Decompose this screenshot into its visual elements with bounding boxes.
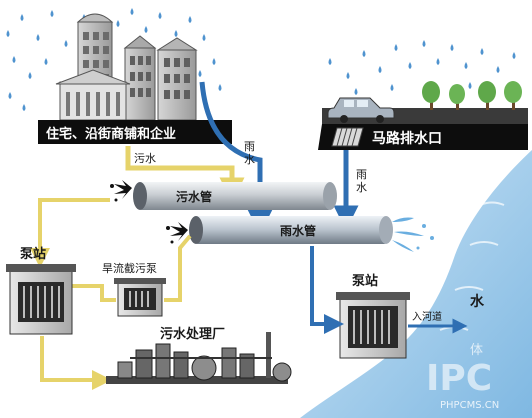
watermark-big: IPC: [426, 358, 492, 399]
rain-pipe-label: 雨水管: [280, 223, 316, 238]
sewage-flow-to-treatment: [40, 336, 112, 390]
sewage-flow-to-left-pump: [30, 198, 110, 268]
pump-station-right: [336, 292, 410, 359]
sewage-pipe: [133, 182, 337, 210]
residential-label: 住宅、沿街商铺和企业: [46, 126, 176, 142]
watermark-site: PHPCMS.CN: [440, 400, 499, 411]
treatment-plant-label: 污水处理厂: [160, 326, 225, 342]
dry-flow-pump: [114, 278, 166, 317]
pump-station-left-label: 泵站: [20, 246, 46, 262]
into-river-label: 入河道: [412, 310, 442, 323]
rain-label-1a: 雨: [244, 140, 255, 153]
treatment-plant: [106, 332, 292, 384]
rain-label-2a: 雨: [356, 168, 367, 181]
dry-flow-pump-label: 旱流截污泵: [102, 261, 157, 275]
dry-flow-return: [72, 284, 116, 302]
sewage-splash-icons: [110, 180, 188, 244]
drain-grate-icon: [331, 127, 364, 147]
road-outlet-label: 马路排水口: [372, 130, 442, 147]
residential-ground-band: [38, 120, 232, 144]
sewage-flow-down: [125, 146, 245, 203]
rain-drops-left: [6, 8, 222, 111]
water-waves: [439, 201, 505, 331]
watermark-char: 体: [470, 343, 483, 358]
sewage-pipe-label: 污水管: [176, 189, 212, 204]
rain-flow-from-buildings: [199, 81, 273, 235]
car: [327, 97, 395, 123]
rain-pipe: [189, 216, 393, 244]
pump-station-right-label: 泵站: [352, 273, 378, 289]
dry-flow-up: [164, 234, 192, 302]
pump-station-left: [6, 264, 76, 335]
water-splash: [392, 217, 434, 252]
sewage-label: 污水: [134, 152, 156, 165]
rain-label-2b: 水: [356, 181, 367, 194]
rain-drops-right: [328, 40, 516, 95]
river-water: [300, 150, 532, 418]
buildings: [55, 13, 198, 121]
trees: [422, 81, 522, 110]
rain-label-1b: 水: [244, 153, 255, 166]
water-label: 水: [470, 293, 485, 310]
rain-flow-to-pump: [310, 246, 344, 334]
